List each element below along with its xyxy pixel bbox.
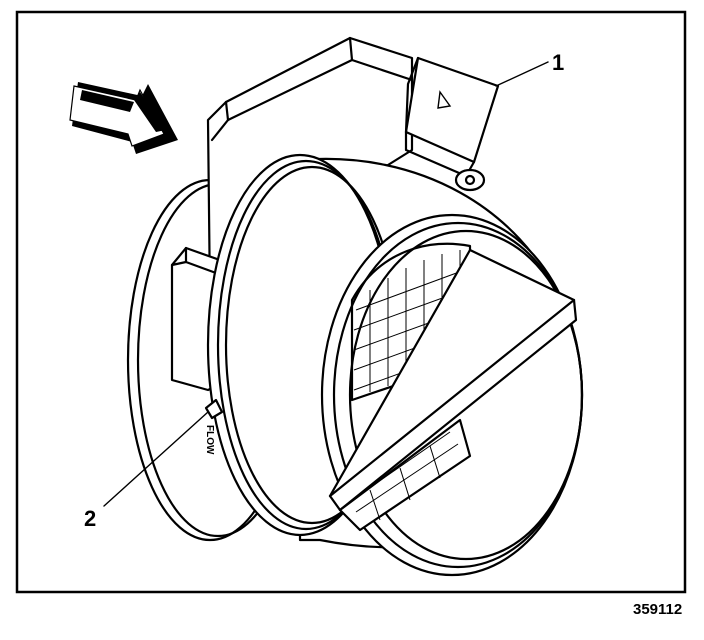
flow-direction-mark: FLOW	[204, 398, 224, 455]
callout-1-label: 1	[552, 50, 564, 75]
electrical-connector	[404, 56, 500, 192]
callout-2-leader	[103, 411, 209, 507]
figure-number: 359112	[633, 601, 682, 618]
callout-2-label: 2	[84, 506, 96, 531]
diagram-frame	[15, 10, 687, 594]
flow-vane	[328, 248, 578, 532]
callout-1-leader	[495, 61, 549, 87]
flow-marking-text: FLOW	[204, 425, 215, 455]
airflow-arrow	[69, 82, 178, 154]
